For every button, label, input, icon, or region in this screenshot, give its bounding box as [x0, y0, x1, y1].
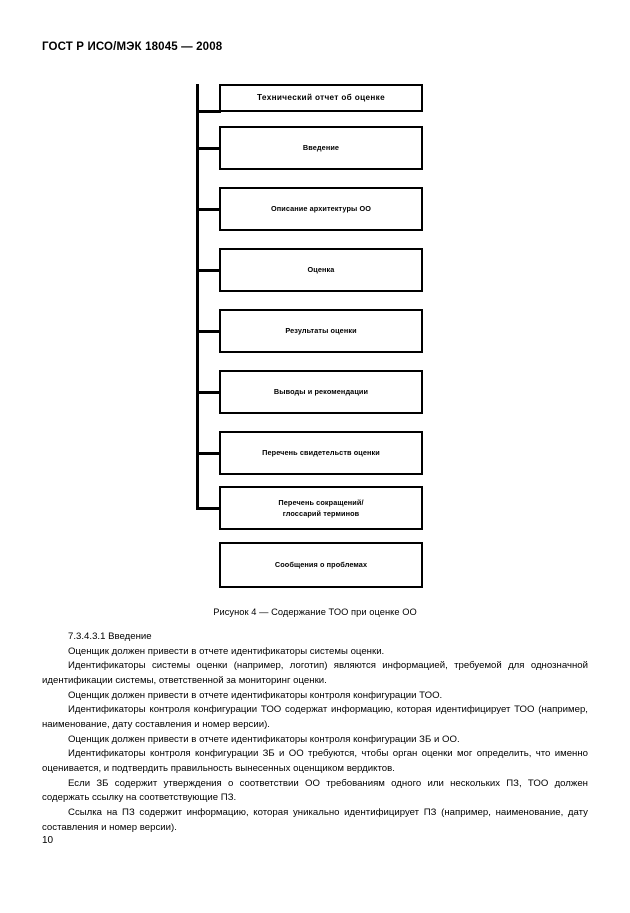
diagram-node-label: Сообщения о проблемах — [274, 560, 368, 570]
diagram-connector-2 — [196, 269, 221, 272]
page-number: 10 — [42, 835, 54, 846]
diagram-node-label: Выводы и рекомендации — [273, 387, 369, 397]
diagram-node-label: Перечень сокращений/ глоссарий терминов — [278, 497, 364, 518]
diagram-node-6: Перечень сокращений/ глоссарий терминов — [219, 486, 423, 530]
document-header-standard-number: ГОСТ Р ИСО/МЭК 18045 — 2008 — [42, 41, 223, 53]
diagram-connector-1 — [196, 208, 221, 211]
diagram-connector-6 — [196, 507, 221, 510]
body-paragraph: Идентификаторы контроля конфигурации ТОО… — [42, 704, 588, 730]
diagram-node-label: Перечень свидетельств оценки — [262, 448, 380, 458]
diagram-node-label: Описание архитектуры ОО — [270, 204, 372, 214]
figure-caption: Рисунок 4 — Содержание ТОО при оценке ОО — [213, 607, 417, 617]
body-paragraph: Оценщик должен привести в отчете идентиф… — [68, 733, 460, 745]
diagram-trunk-line — [196, 84, 199, 509]
diagram-node-0: Введение — [219, 126, 423, 170]
body-paragraph: Идентификаторы контроля конфигурации ЗБ … — [42, 748, 588, 774]
diagram-node-3: Результаты оценки — [219, 309, 423, 353]
diagram-node-root: Технический отчет об оценке — [219, 84, 423, 112]
diagram-node-2: Оценка — [219, 248, 423, 292]
diagram-node-5: Перечень свидетельств оценки — [219, 431, 423, 475]
body-paragraph: Если ЗБ содержит утверждения о соответст… — [42, 777, 588, 804]
body-paragraph: Идентификаторы системы оценки (например,… — [42, 660, 588, 686]
diagram-node-label: Технический отчет об оценке — [256, 92, 386, 102]
body-paragraph: Оценщик должен привести в отчете идентиф… — [68, 689, 443, 701]
body-paragraph: Оценщик должен привести в отчете идентиф… — [68, 645, 385, 657]
diagram-node-1: Описание архитектуры ОО — [219, 187, 423, 231]
diagram-connector-0 — [196, 147, 221, 150]
figure-4-diagram: Технический отчет об оценке Введение Опи… — [196, 84, 423, 588]
section-heading: 7.3.4.3.1 Введение — [68, 631, 152, 642]
body-paragraph: Ссылка на ПЗ содержит информацию, котора… — [42, 806, 588, 833]
body-text-block: 7.3.4.3.1 Введение Оценщик должен привес… — [42, 630, 588, 835]
diagram-node-4: Выводы и рекомендации — [219, 370, 423, 414]
diagram-connector-5 — [196, 452, 221, 455]
diagram-node-label: Результаты оценки — [285, 326, 357, 336]
diagram-node-7: Сообщения о проблемах — [219, 542, 423, 588]
diagram-node-label: Введение — [302, 143, 340, 153]
diagram-connector-root — [196, 110, 221, 113]
diagram-connector-3 — [196, 330, 221, 333]
diagram-connector-4 — [196, 391, 221, 394]
diagram-node-label: Оценка — [307, 265, 335, 275]
